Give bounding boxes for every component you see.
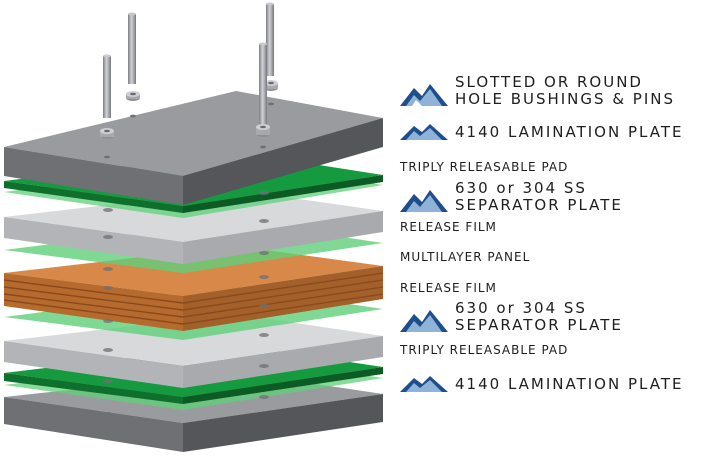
mountain-logo-icon: [400, 124, 448, 140]
label-top-triply-pad: TRIPLY RELEASABLE PAD: [400, 160, 569, 174]
pin: [128, 14, 136, 84]
mountain-logo-icon: [400, 376, 448, 392]
label-release-film-top: RELEASE FILM: [400, 220, 497, 234]
label-bushings-line2: HOLE BUSHINGS & PINS: [455, 90, 675, 108]
label-top-plate-text: 4140 LAMINATION PLATE: [455, 123, 684, 141]
pin: [103, 56, 111, 118]
mountain-logo-icon: [400, 310, 448, 332]
label-bottom-triply-pad: TRIPLY RELEASABLE PAD: [400, 343, 569, 357]
label-bottom-plate-text: 4140 LAMINATION PLATE: [455, 375, 684, 393]
mountain-logo-icon: [400, 190, 448, 212]
pin: [259, 44, 267, 124]
label-release-film-bottom: RELEASE FILM: [400, 281, 497, 295]
mountain-logo-icon: [400, 84, 448, 106]
label-bottom-sep-line1: 630 or 304 SS: [455, 299, 587, 317]
label-bottom-sep-line2: SEPARATOR PLATE: [455, 316, 623, 334]
label-bushings-line1: SLOTTED OR ROUND: [455, 73, 643, 91]
bottom-separator-plate: [4, 314, 383, 388]
pin: [266, 4, 274, 76]
lamination-stack-diagram: [3, 2, 384, 452]
registration-holes: [103, 191, 269, 416]
top-lamination-plate: [4, 91, 383, 205]
label-multilayer-panel: MULTILAYER PANEL: [400, 250, 531, 264]
pins-and-bushings: [100, 2, 278, 159]
label-top-sep-line1: 630 or 304 SS: [455, 179, 587, 197]
label-top-sep-line2: SEPARATOR PLATE: [455, 196, 623, 214]
